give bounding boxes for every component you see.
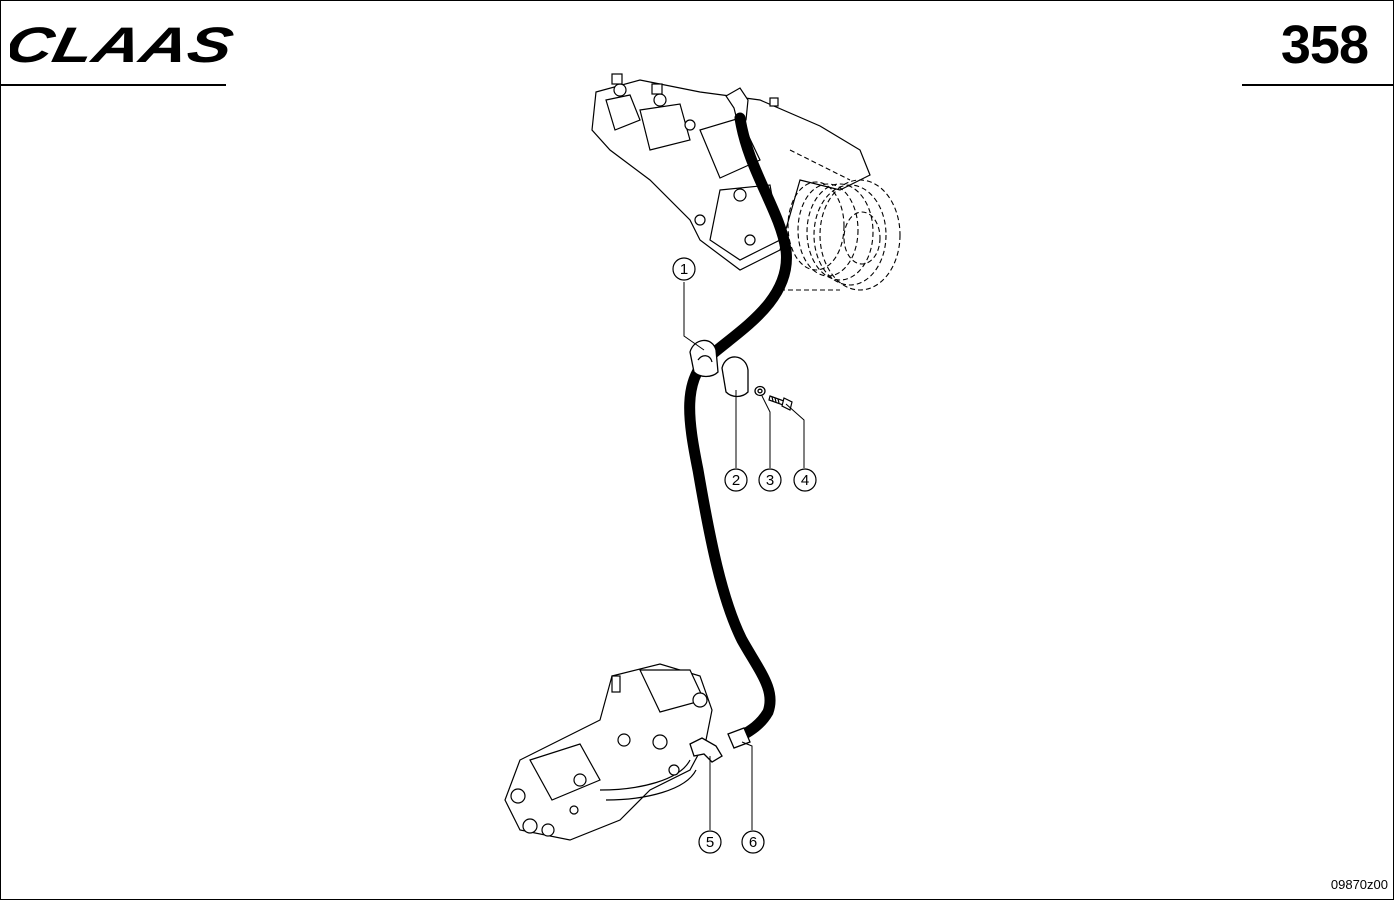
svg-text:2: 2 [732, 472, 740, 489]
claas-logo: CLAAS [10, 18, 238, 70]
valve-block [504, 663, 713, 841]
callout-6: 6 [741, 830, 765, 854]
page-number: 358 [1280, 15, 1369, 75]
svg-text:5: 5 [706, 834, 714, 851]
callout-3: 3 [758, 468, 782, 492]
header-rule-left [0, 84, 226, 86]
hydraulic-hose [684, 112, 792, 744]
svg-text:3: 3 [766, 472, 774, 489]
washer [754, 385, 766, 397]
svg-text:4: 4 [801, 472, 809, 489]
pump-assembly [591, 73, 871, 271]
elbow-fitting [689, 737, 723, 763]
header-rule-right [1242, 84, 1394, 86]
hose-clamp [689, 339, 719, 378]
bolt [768, 395, 793, 411]
pulley-outline [780, 149, 901, 291]
clamp-half [721, 356, 749, 398]
callout-2: 2 [724, 468, 748, 492]
callout-5: 5 [698, 830, 722, 854]
svg-text:6: 6 [749, 834, 757, 851]
drawing-reference: 09870z00 [1330, 877, 1388, 892]
svg-text:CLAAS: CLAAS [10, 18, 238, 70]
leader-lines [683, 282, 805, 830]
callout-1: 1 [672, 257, 696, 281]
callout-4: 4 [793, 468, 817, 492]
svg-text:1: 1 [680, 261, 688, 278]
